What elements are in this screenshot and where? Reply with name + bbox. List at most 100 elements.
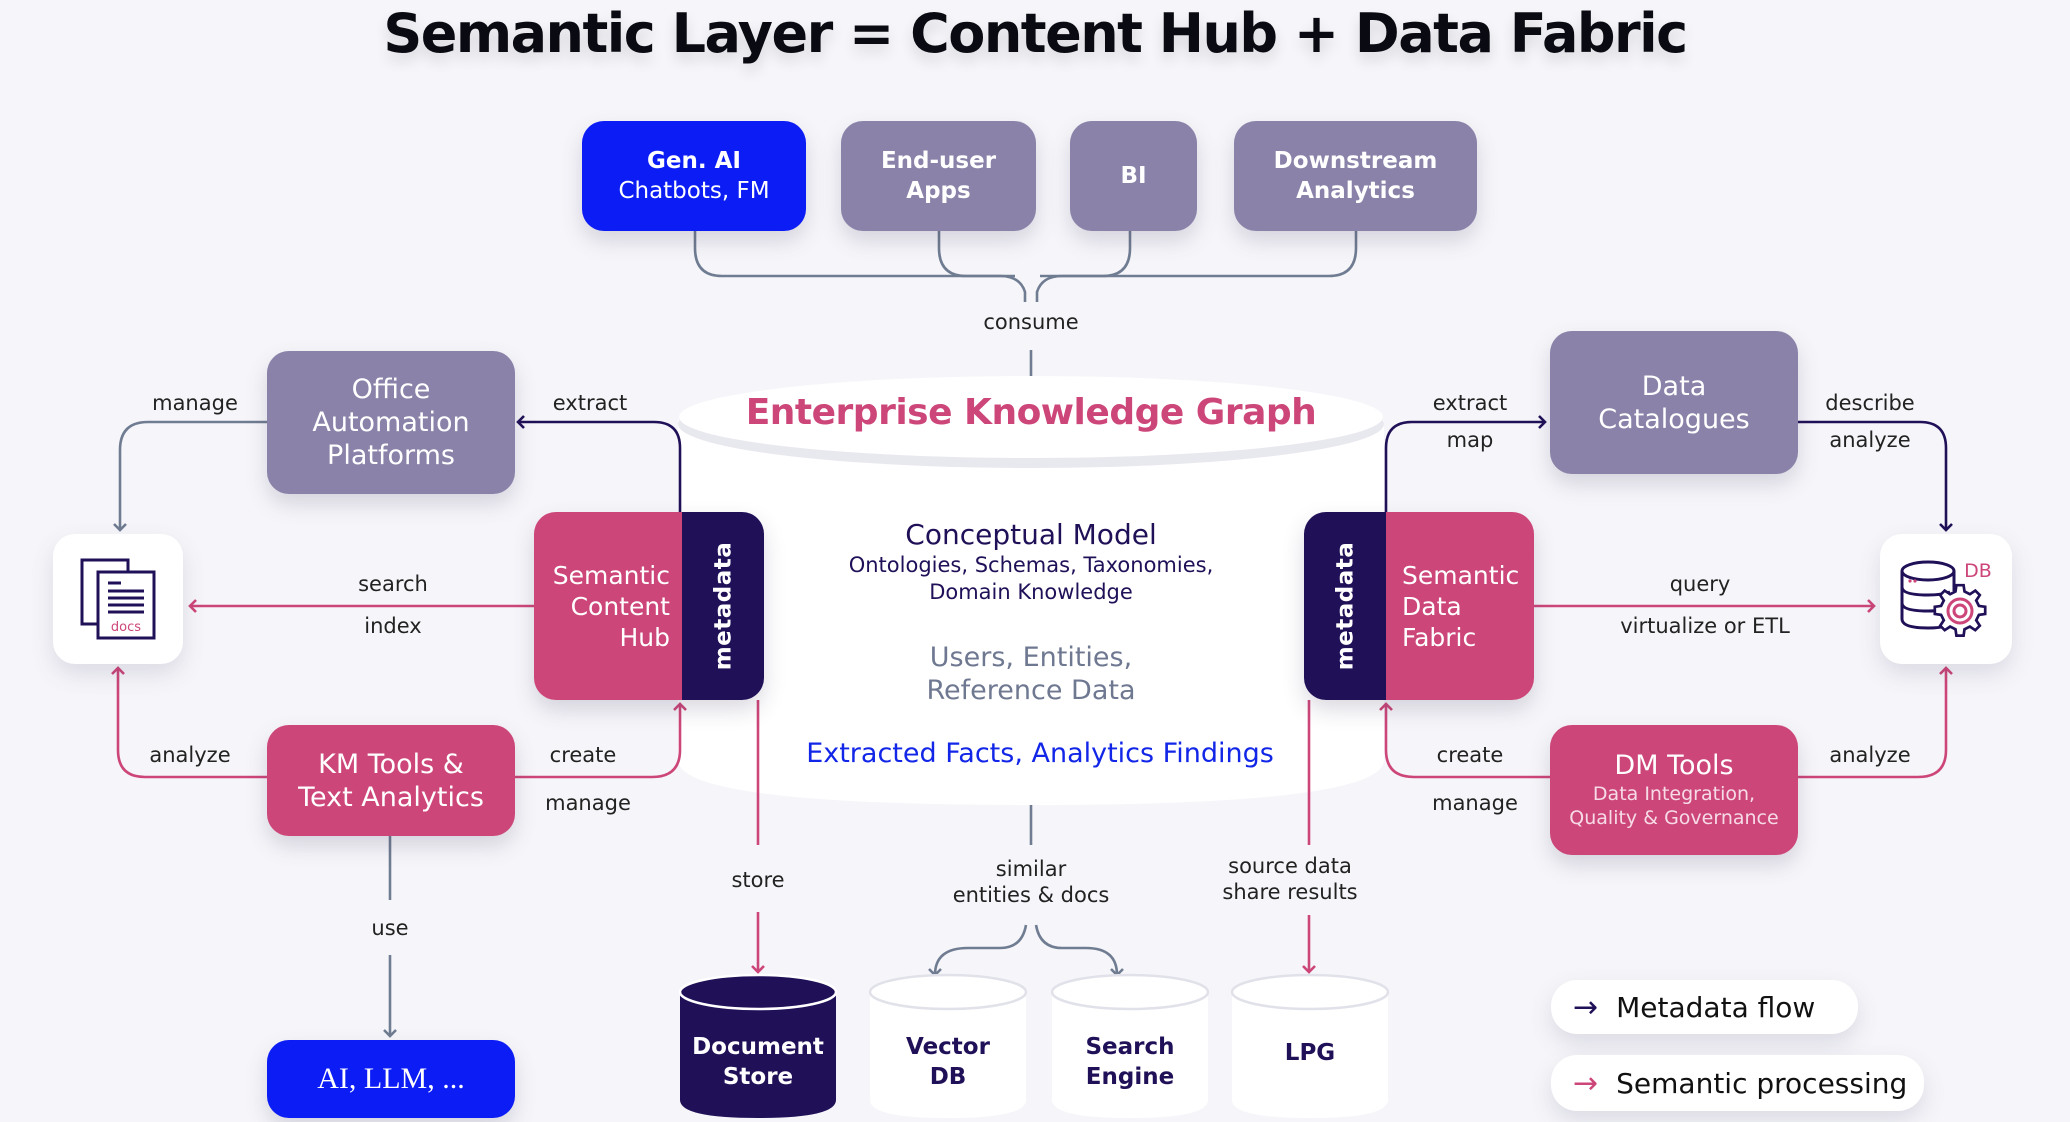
consumer-enduser-apps[interactable]: End-user Apps — [841, 121, 1036, 231]
vector-db[interactable]: Vector DB — [870, 1032, 1026, 1092]
docs-caption: docs — [111, 620, 141, 635]
create-label-right: create — [1436, 743, 1504, 767]
dm-tools-title: DM Tools — [1614, 750, 1734, 781]
analyze-connector-right — [1797, 666, 1953, 779]
extract-label-right: extract — [1432, 391, 1508, 415]
share-results-label: share results — [1222, 880, 1358, 904]
analyze-label-left: analyze — [149, 743, 231, 767]
extract-connector-left — [516, 415, 682, 512]
metadata-flow-arrow-icon: → — [1573, 989, 1599, 1025]
manage-label-left: manage — [152, 391, 238, 415]
users-entities-line2: Reference Data — [926, 675, 1136, 706]
create-manage-connector-right — [1379, 702, 1550, 779]
km-tools-line1: KM Tools & — [318, 748, 464, 780]
describe-label: describe — [1825, 391, 1915, 415]
content-hub-metadata-strip: metadata — [682, 512, 764, 700]
consumer-genai-title: Gen. AI — [647, 148, 741, 174]
document-store-line1: Document — [692, 1034, 824, 1060]
analyze-label-right: analyze — [1829, 743, 1911, 767]
consumer-enduser-line1: End-user — [880, 148, 997, 174]
manage-label-right: manage — [1432, 791, 1518, 815]
vector-db-cylinder — [868, 973, 1028, 1118]
describe-analyze-connector — [1797, 420, 1953, 532]
manage-connector-left — [113, 420, 267, 532]
conceptual-model-title: Conceptual Model — [905, 518, 1157, 551]
dm-tools-sub2: Quality & Governance — [1569, 807, 1779, 829]
ai-llm-label: AI, LLM, ... — [317, 1062, 465, 1095]
search-engine-line1: Search — [1085, 1034, 1175, 1060]
legend-metadata-flow-label: Metadata flow — [1616, 990, 1816, 1024]
dm-tools-box[interactable]: DM Tools Data Integration, Quality & Gov… — [1550, 725, 1798, 855]
consume-connector — [693, 230, 1358, 376]
index-label: index — [364, 614, 422, 638]
store-label: store — [731, 868, 785, 892]
analyze-connector-left — [111, 666, 267, 779]
database-gear-icon: DB — [1900, 560, 1992, 637]
users-entities-line1: Users, Entities, — [929, 642, 1133, 673]
data-fabric-line2: Data — [1402, 591, 1462, 621]
km-tools-box[interactable]: KM Tools & Text Analytics — [267, 725, 515, 836]
data-fabric-line1: Semantic — [1402, 560, 1520, 590]
vector-db-line2: DB — [929, 1064, 967, 1090]
ekg-title: Enterprise Knowledge Graph — [745, 392, 1317, 433]
ekg-cylinder — [678, 376, 1384, 805]
semantic-content-hub[interactable]: Semantic Content Hub metadata — [534, 512, 764, 700]
semantic-data-fabric[interactable]: metadata Semantic Data Fabric — [1304, 512, 1534, 700]
page-title: Semantic Layer = Content Hub + Data Fabr… — [383, 2, 1688, 65]
legend-semantic-processing-label: Semantic processing — [1616, 1066, 1908, 1100]
office-automation-line3: Platforms — [327, 440, 455, 471]
data-fabric-line3: Fabric — [1402, 622, 1477, 652]
map-label: map — [1446, 428, 1494, 452]
dm-tools-sub1: Data Integration, — [1592, 783, 1756, 805]
conceptual-model-sub2: Domain Knowledge — [929, 580, 1133, 604]
db-caption: DB — [1964, 560, 1992, 582]
analyze-label-right-top: analyze — [1829, 428, 1911, 452]
consumer-downstream-line1: Downstream — [1273, 148, 1438, 174]
vector-db-line1: Vector — [906, 1034, 990, 1060]
entities-docs-label: entities & docs — [952, 883, 1110, 907]
data-catalogues-box[interactable]: Data Catalogues — [1550, 331, 1798, 474]
manage-label-left-bottom: manage — [545, 791, 631, 815]
docs-repository[interactable]: docs — [53, 534, 183, 664]
consumer-genai-sub: Chatbots, FM — [618, 178, 770, 204]
similar-label: similar — [995, 857, 1067, 881]
search-engine-cylinder — [1050, 973, 1210, 1118]
consumer-bi[interactable]: BI — [1070, 121, 1197, 231]
lpg[interactable]: LPG — [1232, 1038, 1388, 1068]
content-hub-metadata-label: metadata — [710, 541, 736, 671]
consumer-enduser-line2: Apps — [906, 178, 971, 204]
use-label: use — [371, 916, 409, 940]
semantic-processing-arrow-icon: → — [1573, 1065, 1599, 1101]
consumer-bi-label: BI — [1120, 163, 1147, 189]
search-label: search — [358, 572, 428, 596]
office-automation-box[interactable]: Office Automation Platforms — [267, 351, 515, 494]
database-repository[interactable]: DB — [1880, 534, 2012, 664]
consumer-downstream-line2: Analytics — [1296, 178, 1415, 204]
document-store[interactable]: Document Store — [680, 1032, 836, 1092]
consumer-genai[interactable]: Gen. AI Chatbots, FM — [582, 121, 806, 231]
content-hub-line1: Semantic — [552, 560, 670, 590]
data-catalogues-line2: Catalogues — [1598, 403, 1750, 435]
data-fabric-metadata-strip: metadata — [1304, 512, 1386, 700]
consumer-downstream-analytics[interactable]: Downstream Analytics — [1234, 121, 1477, 231]
lpg-cylinder — [1230, 973, 1390, 1118]
consume-label: consume — [983, 310, 1079, 334]
virtualize-label: virtualize or ETL — [1620, 614, 1790, 638]
create-label-left: create — [549, 743, 617, 767]
ai-llm-box[interactable]: AI, LLM, ... — [267, 1040, 515, 1118]
data-fabric-metadata-label: metadata — [1332, 541, 1358, 671]
content-hub-line2: Content — [570, 591, 670, 621]
search-engine[interactable]: Search Engine — [1052, 1032, 1208, 1092]
document-store-line2: Store — [722, 1064, 794, 1090]
extract-label-left: extract — [552, 391, 628, 415]
conceptual-model-sub1: Ontologies, Schemas, Taxonomies, — [848, 553, 1214, 577]
documents-icon: docs — [80, 558, 156, 640]
legend-semantic-processing: → Semantic processing — [1551, 1055, 1924, 1111]
legend-metadata-flow: → Metadata flow — [1551, 980, 1858, 1034]
content-hub-line3: Hub — [619, 622, 670, 652]
extract-map-connector — [1384, 415, 1547, 512]
source-data-label: source data — [1228, 854, 1352, 878]
lpg-label: LPG — [1284, 1040, 1336, 1066]
create-manage-connector-left — [514, 702, 687, 779]
search-engine-line2: Engine — [1085, 1064, 1175, 1090]
